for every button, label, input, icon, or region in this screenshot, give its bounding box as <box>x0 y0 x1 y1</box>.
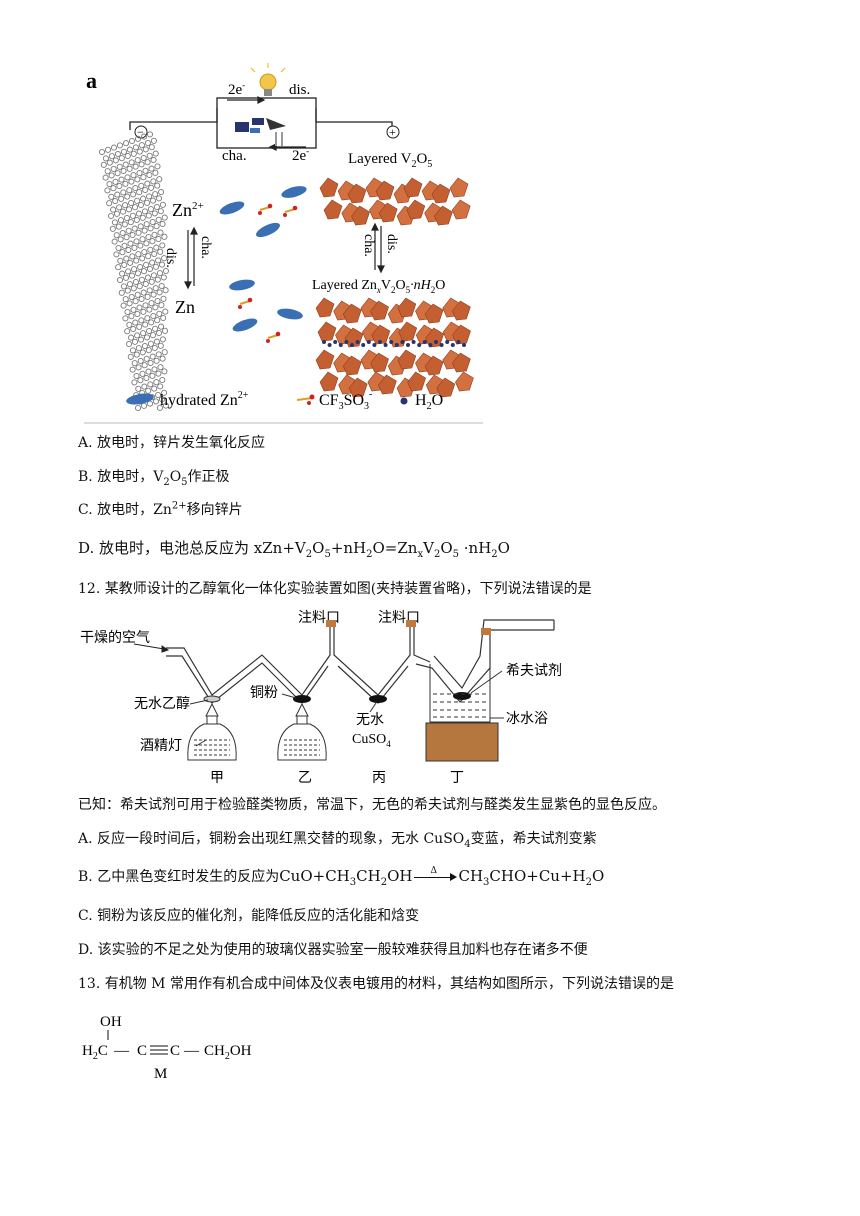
q13-stem: 13. 有机物 M 常用作有机合成中间体及仪表电镀用的材料，其结构如图所示，下列… <box>78 976 674 992</box>
label-yi: 乙 <box>298 770 312 786</box>
q11-option-b: B. 放电时，V2O5作正极 <box>78 469 230 488</box>
copper-label: 铜粉 <box>250 685 278 701</box>
schiff-reagent-drop <box>453 692 471 700</box>
left-arrows <box>184 226 198 290</box>
q11-option-a: A. 放电时，锌片发生氧化反应 <box>78 435 266 451</box>
discharge-top-label: dis. <box>289 82 310 98</box>
left-dis-label: dis. <box>163 248 178 268</box>
znv-label: Layered ZnxV2O5·nH2O <box>312 278 445 295</box>
q12-known: 已知：希夫试剂可用于检验醛类物质，常温下，无色的希夫试剂与醛类发生显紫色的显色反… <box>78 797 666 813</box>
ice-bath-label: 冰水浴 <box>506 711 548 727</box>
v2o5-label: Layered V2O5 <box>348 151 432 170</box>
glass-tube <box>166 619 555 704</box>
label-m: M <box>154 1066 167 1082</box>
electron-bottom-label: 2e- <box>292 146 309 164</box>
right-cha-label: cha. <box>361 234 376 257</box>
ethanol-drop <box>203 695 221 703</box>
hydrated-zn-ions <box>219 186 307 343</box>
schiff-reagent-label: 希夫试剂 <box>506 663 562 679</box>
leader-lines <box>189 670 504 747</box>
znv-layers <box>315 297 474 398</box>
triflate-icon <box>296 394 315 405</box>
right-dis-label: dis. <box>384 234 399 254</box>
label-ding: 丁 <box>450 771 464 786</box>
h2c-group: H2C <box>82 1043 108 1062</box>
charger-icon <box>235 118 286 146</box>
q12-option-d: D. 该实验的不足之处为使用的玻璃仪器实验室一般较难获得且加料也存在诸多不便 <box>78 942 588 958</box>
inlet-stopper-2 <box>406 620 416 627</box>
label-bing: 丙 <box>372 771 386 786</box>
ethanol-label: 无水乙醇 <box>134 695 190 712</box>
heat-arrow: Δ <box>412 866 458 884</box>
dash-2: — <box>183 1043 200 1059</box>
q12-option-c: C. 铜粉为该反应的催化剂，能降低反应的活化能和焓变 <box>78 908 420 924</box>
ice-bath-beaker <box>429 664 491 723</box>
plus-sign: + <box>389 125 396 139</box>
dash-1: — <box>113 1043 130 1059</box>
v2o5-layers <box>319 177 471 226</box>
q11-option-d: D. 放电时，电池总反应为 xZn+V2O5+nH2O=ZnxV2O5 ·nH2… <box>78 539 510 560</box>
air-arrow <box>133 643 170 653</box>
ch2oh-group: CH2OH <box>204 1043 252 1062</box>
label-jia: 甲 <box>210 771 224 786</box>
cuso4-label-b: CuSO4 <box>352 732 391 749</box>
alcohol-lamp-label: 酒精灯 <box>140 738 182 754</box>
inlet-stopper-1 <box>326 620 336 627</box>
ethanol-apparatus-figure: 干燥的空气 注料口 注料口 希夫试剂 无水乙醇 铜粉 无水 CuSO4 冰水浴 … <box>80 610 562 786</box>
battery-figure: a 2e- dis. cha. 2e- − + Layered V2O5 Zn2… <box>84 63 483 424</box>
oh-top: OH <box>100 1014 122 1030</box>
lightbulb-icon <box>250 63 286 96</box>
q12-option-a: A. 反应一段时间后，铜粉会出现红黑交替的现象，无水 CuSO4变蓝，希夫试剂变… <box>78 831 597 850</box>
outlet-stopper <box>481 628 491 635</box>
right-arrows <box>371 222 385 274</box>
svg-text:CF3SO3-: CF3SO3- <box>319 389 372 412</box>
charge-bottom-label: cha. <box>222 148 247 164</box>
triple-bond <box>150 1045 168 1055</box>
cuso4-label-a: 无水 <box>356 712 384 728</box>
cuso4-powder <box>369 695 387 703</box>
zinc-anode <box>98 131 169 412</box>
carbon-1: C <box>137 1043 147 1059</box>
q12-stem: 12. 某教师设计的乙醇氧化一体化实验装置如图(夹持装置省略)，下列说法错误的是 <box>78 581 592 597</box>
q11-option-c: C. 放电时，Zn2+移向锌片 <box>78 500 243 518</box>
copper-powder <box>293 695 311 703</box>
zn-metal-label: Zn <box>175 297 195 317</box>
minus-terminal <box>134 125 148 139</box>
wooden-block <box>425 722 499 762</box>
carbon-2: C <box>170 1043 180 1059</box>
water-icon <box>400 397 408 405</box>
electron-top-label: 2e- <box>228 80 245 98</box>
circuit-arrows <box>227 96 306 151</box>
panel-letter: a <box>86 68 97 93</box>
legend: hydrated Zn2+ CF3SO3- H2O <box>126 389 443 412</box>
left-cha-label: cha. <box>198 236 213 259</box>
zn-ion-label: Zn2+ <box>172 200 204 220</box>
molecule-m-structure: OH H2C — C C — CH2OH M <box>82 1014 252 1082</box>
svg-text:hydrated Zn2+: hydrated Zn2+ <box>160 390 249 409</box>
svg-text:H2O: H2O <box>415 392 443 412</box>
dry-air-label: 干燥的空气 <box>80 630 150 646</box>
alcohol-lamp-jia <box>187 702 237 761</box>
plus-terminal <box>386 125 400 139</box>
alcohol-lamp-yi <box>277 702 327 761</box>
minus-sign: − <box>137 125 144 139</box>
